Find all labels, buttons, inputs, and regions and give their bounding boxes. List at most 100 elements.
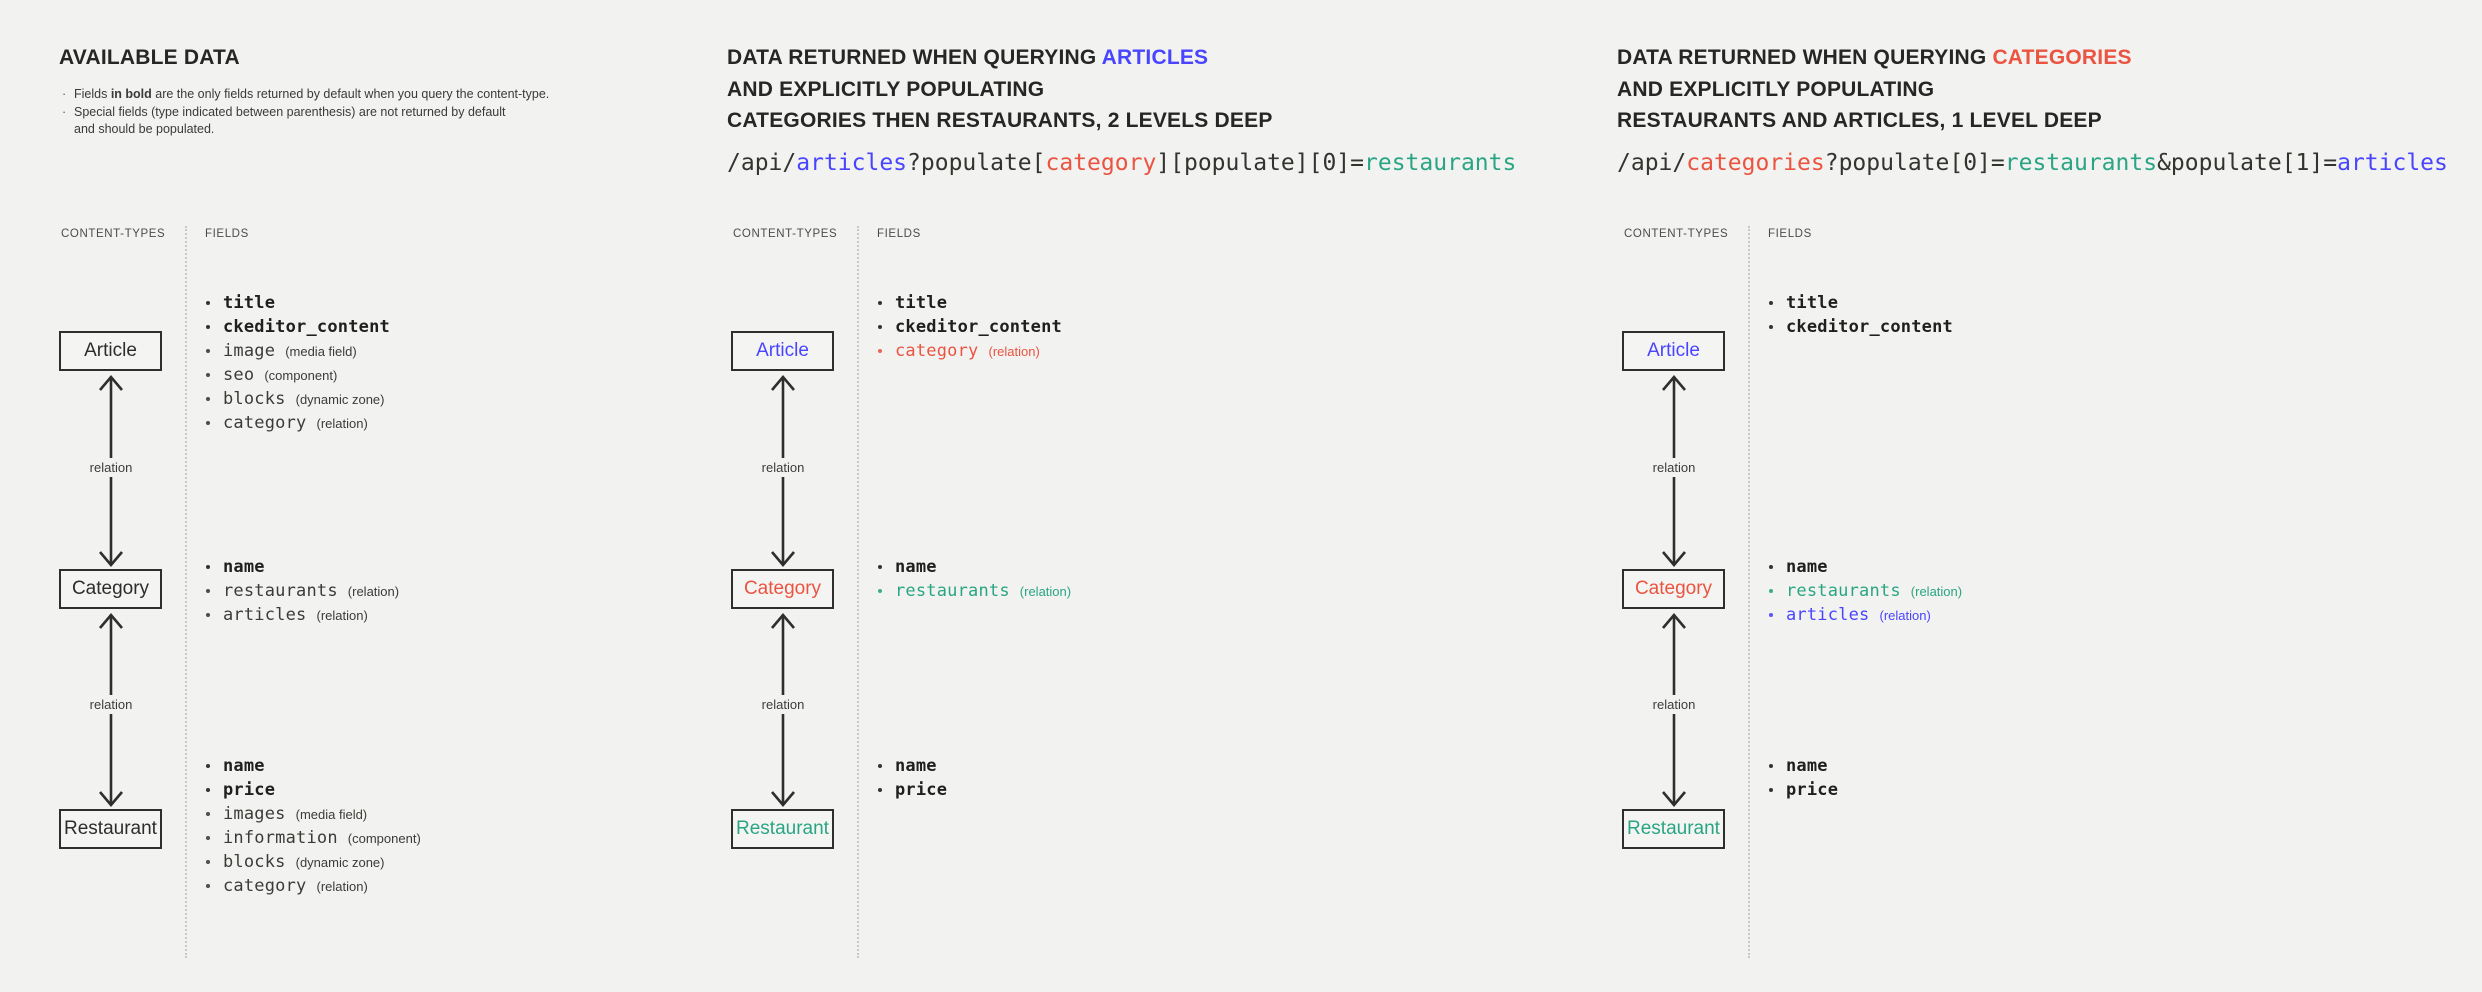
bullet-icon [206, 836, 210, 840]
content-types-heading: CONTENT-TYPES [1624, 228, 1729, 240]
bullet-icon [206, 373, 210, 377]
note-text: Fields in bold are the only fields retur… [74, 87, 550, 101]
bullet-icon [1769, 764, 1773, 768]
available-data-diagram: CONTENT-TYPES FIELDS Article relation Ca… [59, 226, 619, 971]
note-text: Special fields (type indicated between p… [74, 104, 506, 119]
field-row: title [877, 291, 1062, 315]
article-box-label: Article [756, 340, 809, 361]
bullet-icon [206, 613, 210, 617]
field-row: articles(relation) [1768, 603, 1962, 627]
relation-label: relation [1648, 458, 1700, 477]
categories-query-header: DATA RETURNED WHEN QUERYING CATEGORIES A… [1617, 42, 2132, 137]
relation-label: relation [85, 695, 137, 714]
bullet-icon [1769, 565, 1773, 569]
restaurant-box: Restaurant [731, 809, 834, 849]
articles-query-url: /api/articles?populate[category][populat… [727, 150, 1517, 176]
field-row: blocks(dynamic zone) [205, 387, 390, 411]
dotted-divider [1748, 226, 1750, 958]
legend-note-special-fields-cont: and should be populated. [62, 121, 549, 139]
field-row: name [205, 754, 421, 778]
relation-label: relation [85, 458, 137, 477]
accent-categories: CATEGORIES [1992, 46, 2132, 69]
bullet-icon [206, 884, 210, 888]
dotted-divider [857, 226, 859, 958]
note-bullet: · [62, 104, 67, 119]
bullet-icon [206, 764, 210, 768]
bullet-icon [206, 349, 210, 353]
bullet-icon [206, 565, 210, 569]
accent-articles: ARTICLES [1101, 46, 1209, 69]
field-row: ckeditor_content [877, 315, 1062, 339]
content-types-heading: CONTENT-TYPES [61, 228, 166, 240]
relation-label: relation [757, 458, 809, 477]
field-row: restaurants(relation) [205, 579, 399, 603]
query-title: DATA RETURNED WHEN QUERYING ARTICLES AND… [727, 42, 1273, 137]
note-text: and should be populated. [74, 122, 215, 136]
category-box: Category [59, 569, 162, 609]
query-title-line3: CATEGORIES THEN RESTAURANTS, 2 LEVELS DE… [727, 109, 1273, 132]
relation-label: relation [1648, 695, 1700, 714]
field-row: articles(relation) [205, 603, 399, 627]
field-row: title [1768, 291, 1953, 315]
content-types-heading: CONTENT-TYPES [733, 228, 838, 240]
field-row: category(relation) [205, 874, 421, 898]
bullet-icon [878, 565, 882, 569]
field-row: ckeditor_content [205, 315, 390, 339]
bullet-icon [206, 421, 210, 425]
query-title-line2: AND EXPLICITLY POPULATING [727, 77, 1045, 101]
restaurant-fields-list: name price [1768, 754, 1838, 802]
restaurant-box: Restaurant [59, 809, 162, 849]
field-row: name [205, 555, 399, 579]
restaurant-box-label: Restaurant [736, 818, 829, 839]
dotted-divider [185, 226, 187, 958]
query-title-line1: DATA RETURNED WHEN QUERYING CATEGORIES [1617, 46, 2132, 69]
bullet-icon [206, 812, 210, 816]
bullet-icon [878, 589, 882, 593]
bullet-icon [878, 764, 882, 768]
legend-note-bold-fields: · Fields in bold are the only fields ret… [62, 86, 549, 104]
query-title-line1: DATA RETURNED WHEN QUERYING ARTICLES [727, 46, 1209, 69]
field-row: name [1768, 555, 1962, 579]
legend-note-special-fields: · Special fields (type indicated between… [62, 104, 549, 122]
article-fields-list: title ckeditor_content image(media field… [205, 291, 390, 435]
fields-heading: FIELDS [205, 228, 249, 240]
bullet-icon [206, 325, 210, 329]
restaurant-fields-list: name price images(media field) informati… [205, 754, 421, 898]
field-row: image(media field) [205, 339, 390, 363]
bullet-icon [206, 397, 210, 401]
field-row: price [877, 778, 947, 802]
available-data-header: AVAILABLE DATA [59, 42, 240, 74]
field-row: name [877, 754, 947, 778]
category-box-label: Category [743, 578, 822, 599]
field-row: category(relation) [205, 411, 390, 435]
field-row: images(media field) [205, 802, 421, 826]
bullet-icon [878, 349, 882, 353]
query-title-line3: RESTAURANTS AND ARTICLES, 1 LEVEL DEEP [1617, 109, 2102, 132]
bullet-icon [1769, 788, 1773, 792]
field-row: ckeditor_content [1768, 315, 1953, 339]
category-fields-list: name restaurants(relation) articles(rela… [1768, 555, 1962, 627]
query-title-line2: AND EXPLICITLY POPULATING [1617, 77, 1935, 101]
field-row: seo(component) [205, 363, 390, 387]
articles-query-diagram: CONTENT-TYPES FIELDS Article relation Ca… [731, 226, 1291, 971]
relation-label: relation [757, 695, 809, 714]
category-box-label: Category [71, 578, 150, 599]
fields-heading: FIELDS [877, 228, 921, 240]
bullet-icon [206, 301, 210, 305]
bullet-icon [878, 325, 882, 329]
category-box-label: Category [1634, 578, 1713, 599]
categories-query-url: /api/categories?populate[0]=restaurants&… [1617, 150, 2448, 176]
category-box: Category [1622, 569, 1725, 609]
bullet-icon [206, 788, 210, 792]
field-row: price [205, 778, 421, 802]
category-fields-list: name restaurants(relation) articles(rela… [205, 555, 399, 627]
legend-notes: · Fields in bold are the only fields ret… [62, 86, 549, 139]
field-row: name [1768, 754, 1838, 778]
article-box: Article [1622, 331, 1725, 371]
field-row: restaurants(relation) [877, 579, 1071, 603]
field-row: blocks(dynamic zone) [205, 850, 421, 874]
field-row: price [1768, 778, 1838, 802]
bullet-icon [1769, 613, 1773, 617]
bullet-icon [1769, 325, 1773, 329]
categories-query-diagram: CONTENT-TYPES FIELDS Article relation Ca… [1622, 226, 2182, 971]
